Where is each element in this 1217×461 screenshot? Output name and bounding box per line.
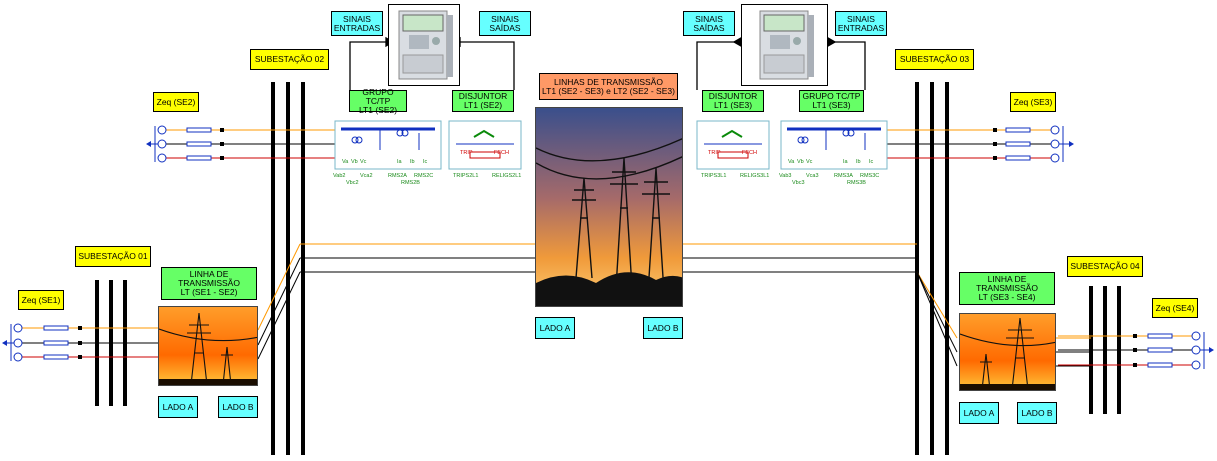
label-zeq-se1: Zeq (SE1)	[18, 290, 64, 310]
sig-vbc3: Vbc3	[792, 180, 805, 186]
label-side-b-central: LADO B	[643, 317, 683, 339]
label-zeq-se2: Zeq (SE2)	[153, 92, 199, 112]
meas-ic-se3: Ic	[869, 159, 873, 165]
sig-trips2l1: TRIPS2L1	[453, 173, 478, 179]
sig-rms2c: RMS2C	[414, 173, 433, 179]
label-zeq-se4: Zeq (SE4)	[1152, 298, 1198, 318]
breaker-block-se2	[449, 121, 521, 169]
sig-vca2: Vca2	[360, 173, 373, 179]
label-breaker-se2: DISJUNTOR LT1 (SE2)	[452, 90, 514, 112]
label-central-lines: LINHAS DE TRANSMISSÃO LT1 (SE2 - SE3) e …	[539, 73, 678, 100]
label-side-b-right: LADO B	[1017, 402, 1057, 424]
photo-transmission-lines-central	[535, 107, 683, 307]
meas-vc-se3: Vc	[806, 159, 812, 165]
pylon-sunset-image	[536, 108, 683, 307]
label-zeq-se3: Zeq (SE3)	[1010, 92, 1056, 112]
pylon-sunset-image	[960, 314, 1056, 391]
relay-device-icon	[742, 5, 827, 85]
sig-rms3b: RMS3B	[847, 180, 866, 186]
label-side-b-left: LADO B	[218, 396, 258, 418]
pylon-sunset-image	[159, 307, 258, 386]
meas-vc-se2: Vc	[360, 159, 366, 165]
photo-transmission-line-se3-se4	[959, 313, 1056, 391]
meas-ib-se2: Ib	[410, 159, 415, 165]
label-line-se3-se4: LINHA DE TRANSMISSÃO LT (SE3 - SE4)	[959, 272, 1055, 305]
label-outputs-left: SINAIS SAÍDAS	[479, 11, 531, 36]
breaker-close-se2: FECH	[494, 150, 509, 156]
relay-device-icon	[389, 5, 459, 85]
protection-relay-se2	[388, 4, 460, 86]
label-ct-vt-se2: GRUPO TC/TP LT1 (SE2)	[349, 90, 407, 112]
sig-religs2l1: RELIGS2L1	[492, 173, 521, 179]
feeder-se3	[882, 126, 1074, 162]
label-inputs-left: SINAIS ENTRADAS	[331, 11, 383, 36]
meas-vb-se2: Vb	[351, 159, 358, 165]
meas-va-se3: Va	[788, 159, 794, 165]
label-ct-vt-se3: GRUPO TC/TP LT1 (SE3)	[799, 90, 864, 112]
meas-va-se2: Va	[342, 159, 348, 165]
label-substation-03: SUBESTAÇÃO 03	[895, 49, 974, 70]
sig-rms2b: RMS2B	[401, 180, 420, 186]
meas-vb-se3: Vb	[797, 159, 804, 165]
label-outputs-right: SINAIS SAÍDAS	[683, 11, 735, 36]
breaker-close-se3: FECH	[742, 150, 757, 156]
label-substation-04: SUBESTAÇÃO 04	[1067, 256, 1143, 277]
meas-ia-se3: Ia	[843, 159, 848, 165]
wiring-lt-se1-se2	[258, 244, 300, 359]
breaker-trip-se2: TRIP	[460, 150, 473, 156]
label-breaker-se3: DISJUNTOR LT1 (SE3)	[702, 90, 764, 112]
sig-vab2: Vab2	[333, 173, 345, 179]
protection-relay-se3	[741, 4, 828, 86]
meas-ia-se2: Ia	[397, 159, 402, 165]
label-line-se1-se2: LINHA DE TRANSMISSÃO LT (SE1 - SE2)	[161, 267, 257, 300]
breaker-trip-se3: TRIP	[708, 150, 721, 156]
label-inputs-right: SINAIS ENTRADAS	[835, 11, 887, 36]
sig-religs3l1: RELIGS3L1	[740, 173, 769, 179]
label-side-a-left: LADO A	[158, 396, 198, 418]
sig-vbc2: Vbc2	[346, 180, 359, 186]
sig-rms3a: RMS3A	[834, 173, 853, 179]
meas-ic-se2: Ic	[423, 159, 427, 165]
sig-vab3: Vab3	[779, 173, 791, 179]
photo-transmission-line-se1-se2	[158, 306, 258, 386]
sig-rms2a: RMS2A	[388, 173, 407, 179]
sig-rms3c: RMS3C	[860, 173, 879, 179]
sig-trips3l1: TRIPS3L1	[701, 173, 726, 179]
feeder-se2	[146, 126, 335, 162]
label-substation-01: SUBESTAÇÃO 01	[75, 246, 151, 267]
busbar-se3	[917, 82, 947, 455]
sig-vca3: Vca3	[806, 173, 819, 179]
feeder-se1	[2, 324, 160, 361]
meas-ib-se3: Ib	[856, 159, 861, 165]
label-side-a-right: LADO A	[959, 402, 999, 424]
breaker-block-se3	[697, 121, 769, 169]
label-side-a-central: LADO A	[535, 317, 575, 339]
label-substation-02: SUBESTAÇÃO 02	[250, 49, 329, 70]
